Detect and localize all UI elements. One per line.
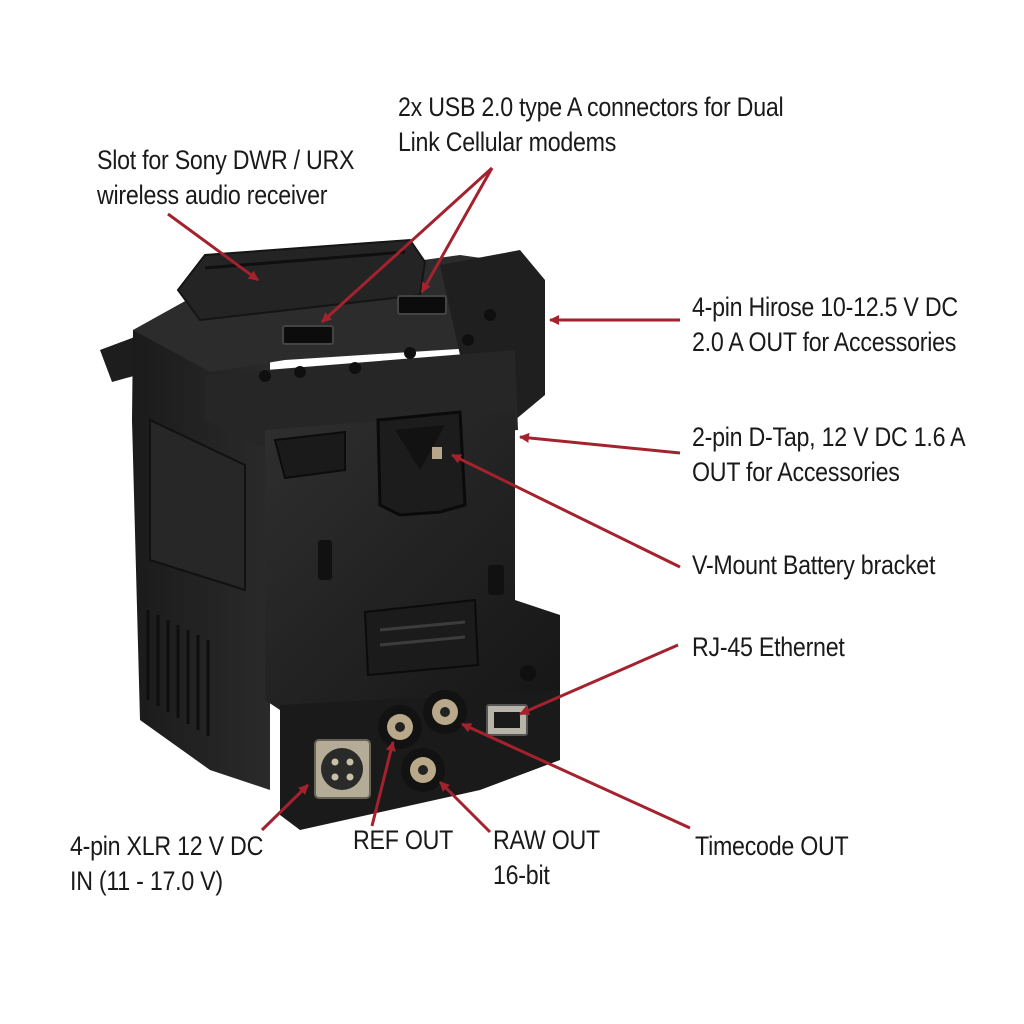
top-deck [133,255,540,372]
battery-latch [363,598,480,677]
label-usb-line-1: 2x USB 2.0 type A connectors for Dual [398,92,784,122]
label-hirose-line-2: 2.0 A OUT for Accessories [692,327,957,357]
label-rj45: RJ-45 Ethernet [692,630,845,665]
label-slot: Slot for Sony DWR / URX wireless audio r… [97,143,355,213]
arrow-rj45 [519,643,679,716]
d-tap-port [488,565,504,595]
side-clamp [273,430,346,480]
bnc-ref-out [378,705,422,749]
arrow-usb-left [320,166,494,324]
label-xlr: 4-pin XLR 12 V DC IN (11 - 17.0 V) [70,829,263,899]
label-usb: 2x USB 2.0 type A connectors for Dual Li… [398,90,784,160]
arrow-dtap [519,432,681,455]
rail-screws [259,309,496,382]
arrow-raw [438,780,492,834]
vent-grille [146,610,210,736]
label-raw-line-1: RAW OUT [493,825,600,855]
arrow-xlr [260,783,310,832]
label-hirose-line-1: 4-pin Hirose 10-12.5 V DC [692,292,958,322]
left-inset-panel [149,418,246,592]
receiver-slot-block [176,238,427,322]
bnc-timecode-out [423,690,467,734]
label-xlr-line-2: IN (11 - 17.0 V) [70,866,223,896]
label-raw: RAW OUT 16-bit [493,823,600,893]
arrow-vmount [451,453,681,569]
label-rj45-line-1: RJ-45 Ethernet [692,632,845,662]
label-hirose: 4-pin Hirose 10-12.5 V DC 2.0 A OUT for … [692,290,958,360]
label-dtap: 2-pin D-Tap, 12 V DC 1.6 A OUT for Acces… [692,420,966,490]
label-ref: REF OUT [353,823,453,858]
label-dtap-line-2: OUT for Accessories [692,457,900,487]
label-xlr-line-1: 4-pin XLR 12 V DC [70,831,264,861]
usb-port-right [397,295,447,315]
usb-port-left [282,325,334,345]
label-slot-line-1: Slot for Sony DWR / URX [97,145,355,175]
arrow-timecode [461,722,691,830]
label-timecode: Timecode OUT [695,829,849,864]
label-vmount: V-Mount Battery bracket [692,548,935,583]
label-timecode-line-1: Timecode OUT [695,831,849,861]
label-usb-line-2: Link Cellular modems [398,127,617,157]
xlr-connector [314,739,371,799]
arrow-usb-right [420,167,494,293]
callout-arrows [167,166,691,834]
label-ref-line-1: REF OUT [353,825,454,855]
label-dtap-line-1: 2-pin D-Tap, 12 V DC 1.6 A [692,422,966,452]
bnc-raw-out [401,748,445,792]
rj45-port [486,704,528,736]
device-illustration [100,238,560,830]
label-raw-line-2: 16-bit [493,860,550,890]
arrow-slot [167,212,259,282]
front-plate [265,410,560,710]
label-vmount-line-1: V-Mount Battery bracket [692,550,936,580]
label-slot-line-2: wireless audio receiver [97,180,328,210]
arrow-ref [370,741,396,827]
